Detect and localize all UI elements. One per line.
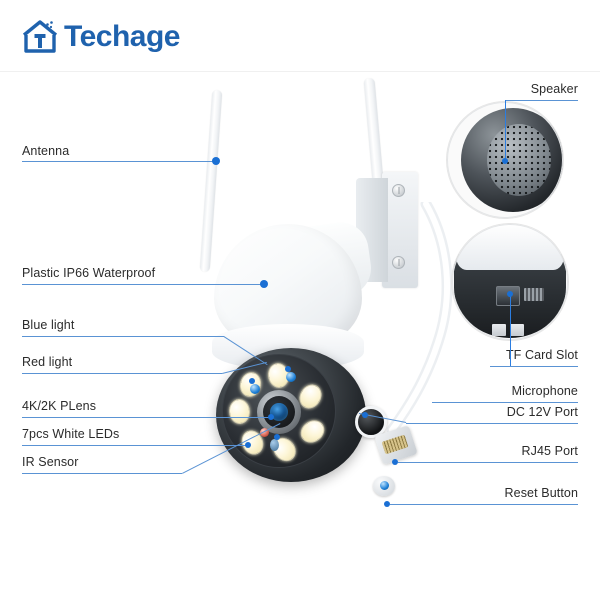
callout-label-lens: 4K/2K PLens xyxy=(22,399,97,413)
blue-indicator-light xyxy=(250,384,260,394)
power-network-cable xyxy=(386,202,453,436)
brand-logo[interactable]: Techage xyxy=(20,17,181,57)
callout-line-waterproof xyxy=(22,284,264,285)
callout-label-dc-port: DC 12V Port xyxy=(506,405,578,419)
callout-stem-speaker xyxy=(505,100,506,162)
house-camera-logo-icon xyxy=(20,17,62,57)
callout-dot-reset-button xyxy=(384,501,390,507)
callout-label-microphone: Microphone xyxy=(511,384,578,398)
callout-line-lens xyxy=(22,417,272,418)
callout-line-tf-card xyxy=(490,366,578,367)
bracket-screw-top xyxy=(392,184,405,197)
header-divider xyxy=(0,71,600,72)
callout-line-white-leds xyxy=(22,445,248,446)
callout-dot-ir-sensor xyxy=(274,434,280,440)
bracket-screw-bottom xyxy=(392,256,405,269)
page-header: Techage xyxy=(0,0,600,72)
callout-label-white-leds: 7pcs White LEDs xyxy=(22,427,120,441)
red-indicator-light xyxy=(260,428,269,437)
callout-dot-white-leds xyxy=(245,442,251,448)
callout-line-reset-button xyxy=(390,504,578,505)
callout-label-speaker: Speaker xyxy=(530,82,578,96)
callout-label-antenna: Antenna xyxy=(22,144,70,158)
callout-dot-waterproof xyxy=(260,280,268,288)
callout-line-blue-light xyxy=(22,336,224,337)
callout-line-red-light xyxy=(22,373,222,374)
callout-dot-dc-port xyxy=(362,412,368,418)
callout-line-rj45-port xyxy=(398,462,578,463)
callout-dot-red-light xyxy=(249,378,255,384)
brand-name: Techage xyxy=(64,20,181,53)
callout-dot-rj45-port xyxy=(392,459,398,465)
callout-label-waterproof: Plastic IP66 Waterproof xyxy=(22,266,156,280)
callout-label-ir-sensor: IR Sensor xyxy=(22,455,79,469)
callout-dot-lens xyxy=(268,414,274,420)
callout-line-antenna xyxy=(22,161,216,162)
callout-label-tf-card: TF Card Slot xyxy=(505,348,578,362)
blue-indicator-light xyxy=(286,372,296,382)
callout-label-red-light: Red light xyxy=(22,355,73,369)
ir-sensor xyxy=(270,439,279,451)
callout-line-ir-sensor xyxy=(22,473,182,474)
dc-12v-barrel-connector xyxy=(355,406,387,438)
callout-dot-tf-card xyxy=(507,291,513,297)
callout-line-speaker xyxy=(505,100,578,101)
callout-label-rj45-port: RJ45 Port xyxy=(521,444,578,458)
callout-dot-antenna xyxy=(212,157,220,165)
callout-label-blue-light: Blue light xyxy=(22,318,75,332)
callout-line-dc-port xyxy=(406,423,578,424)
callout-line-microphone xyxy=(432,402,578,403)
reset-button-marker xyxy=(380,481,389,490)
antenna-left xyxy=(199,89,223,273)
callout-label-reset-button: Reset Button xyxy=(504,486,578,500)
callout-stem-tf-card xyxy=(510,295,511,366)
lens-iris xyxy=(270,403,288,421)
callout-dot-blue-light xyxy=(285,366,291,372)
callout-dot-speaker xyxy=(502,158,508,164)
